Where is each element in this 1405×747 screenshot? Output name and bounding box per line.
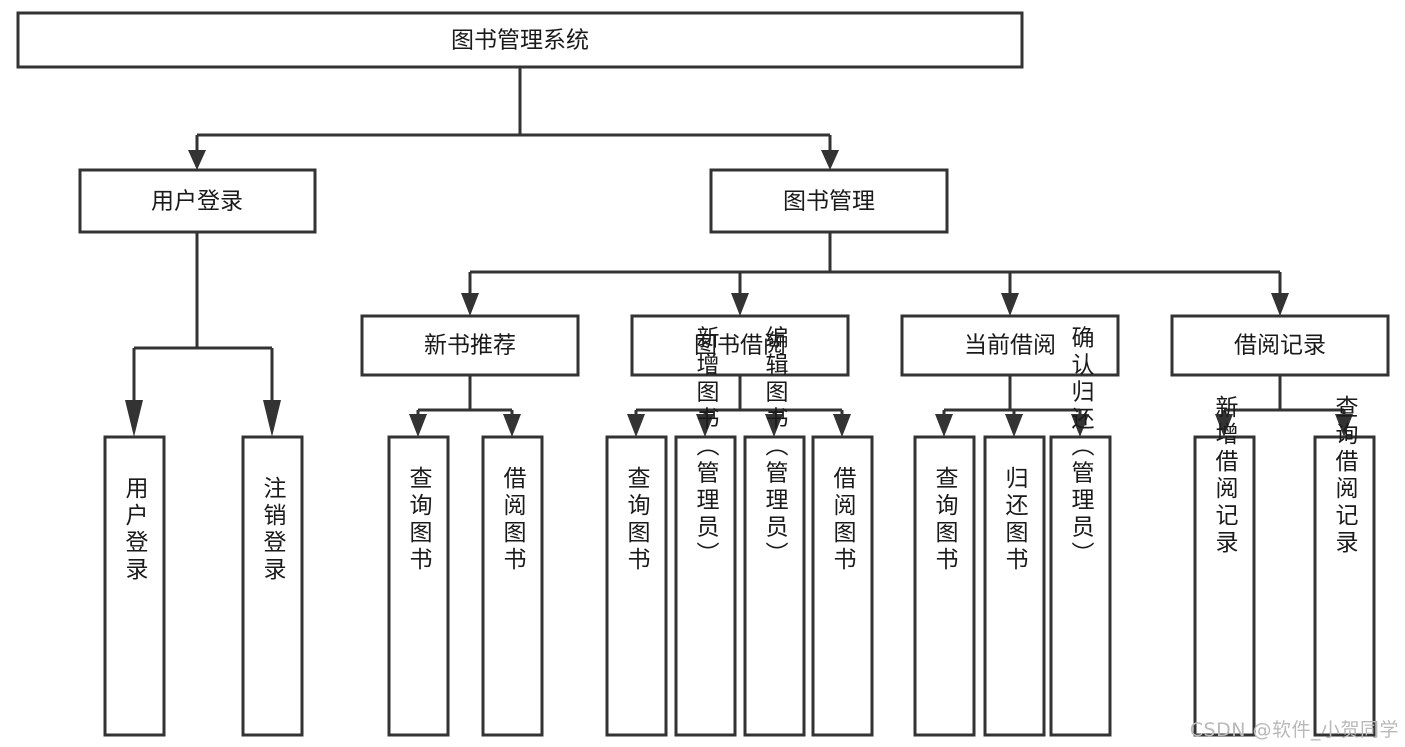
arrow-user-login-leaf2 xyxy=(263,400,281,437)
node-user-login-label: 用户登录 xyxy=(151,189,243,215)
leaf-box-current-borrow-2[interactable] xyxy=(983,435,1046,737)
node-root-label: 图书管理系统 xyxy=(451,28,589,54)
arrow-to-new-book xyxy=(461,293,479,316)
node-book-manage[interactable]: 图书管理 xyxy=(709,168,949,234)
leaf-label-user-login-2: 注销登录 xyxy=(259,476,287,584)
arrow-to-book-borrow xyxy=(731,293,749,316)
arrow-book-borrow-leaf4 xyxy=(833,414,851,437)
leaf-box-new-book-2[interactable] xyxy=(481,435,544,737)
arrow-book-borrow-leaf1 xyxy=(627,414,645,437)
connector-layer xyxy=(125,67,1353,437)
node-borrow-record-box[interactable] xyxy=(1170,314,1390,377)
leaf-label-borrow-record-2: 查询借阅记录 xyxy=(1331,395,1359,557)
node-book-borrow[interactable]: 图书借阅 xyxy=(630,314,850,377)
arrow-borrow-record-leaf2 xyxy=(1335,414,1353,437)
node-root-box[interactable] xyxy=(16,11,1024,69)
node-user-login[interactable]: 用户登录 xyxy=(78,168,317,234)
arrow-to-borrow-record xyxy=(1271,293,1289,316)
node-current-borrow-label: 当前借阅 xyxy=(964,333,1056,359)
leaf-box-current-borrow-1[interactable] xyxy=(913,435,976,737)
node-current-borrow-box[interactable] xyxy=(900,314,1120,377)
arrow-current-borrow-leaf2 xyxy=(1005,414,1023,437)
leaf-box-borrow-record-2[interactable] xyxy=(1313,435,1376,737)
leaf-label-new-book-1: 查询图书 xyxy=(405,466,433,574)
arrow-book-borrow-leaf3 xyxy=(765,414,783,437)
node-book-borrow-box[interactable] xyxy=(630,314,850,377)
node-root[interactable]: 图书管理系统 xyxy=(16,11,1024,69)
node-new-book-recommend[interactable]: 新书推荐 xyxy=(360,314,580,377)
leaf-box-book-borrow-3[interactable] xyxy=(743,435,806,737)
arrow-current-borrow-leaf3 xyxy=(1071,414,1089,437)
leaf-label-book-borrow-4: 借阅图书 xyxy=(829,466,857,574)
arrow-to-current-borrow xyxy=(1001,293,1019,316)
leaf-box-book-borrow-1[interactable] xyxy=(605,435,668,737)
leaf-label-new-book-2: 借阅图书 xyxy=(499,466,527,574)
node-new-book-recommend-label: 新书推荐 xyxy=(424,333,516,359)
leaf-box-book-borrow-4[interactable] xyxy=(811,435,874,737)
leaf-box-user-login-1[interactable] xyxy=(103,435,166,737)
leaf-label-book-borrow-1: 查询图书 xyxy=(623,466,651,574)
node-book-manage-box[interactable] xyxy=(709,168,949,234)
leaf-box-current-borrow-3[interactable] xyxy=(1049,435,1112,737)
leaf-label-book-borrow-3: 编辑图书（管理员） xyxy=(761,326,789,569)
leaf-label-current-borrow-2: 归还图书 xyxy=(1001,466,1029,574)
arrow-borrow-record-leaf1 xyxy=(1215,414,1233,437)
arrow-new-book-leaf2 xyxy=(503,414,521,437)
leaf-label-current-borrow-1: 查询图书 xyxy=(931,466,959,574)
leaf-label-layer: 用户登录 注销登录 查询图书 借阅图书 查询图书 新增图书（管理员） 编辑图书（… xyxy=(121,326,1359,585)
node-user-login-box[interactable] xyxy=(78,168,317,234)
leaf-label-current-borrow-3: 确认归还（管理员） xyxy=(1067,326,1095,569)
arrow-root-to-user-login xyxy=(188,150,206,170)
arrow-root-to-book-manage xyxy=(821,150,839,170)
node-current-borrow[interactable]: 当前借阅 xyxy=(900,314,1120,377)
arrow-current-borrow-leaf1 xyxy=(935,414,953,437)
leaf-box-borrow-record-1[interactable] xyxy=(1193,435,1256,737)
leaf-label-user-login-1: 用户登录 xyxy=(121,476,149,584)
leaf-box-book-borrow-2[interactable] xyxy=(674,435,737,737)
arrow-book-borrow-leaf2 xyxy=(696,414,714,437)
leaf-box-layer xyxy=(103,435,1376,737)
node-new-book-recommend-box[interactable] xyxy=(360,314,580,377)
arrow-user-login-leaf1 xyxy=(125,400,143,437)
node-borrow-record[interactable]: 借阅记录 xyxy=(1170,314,1390,377)
leaf-label-book-borrow-2: 新增图书（管理员） xyxy=(692,326,720,569)
node-book-manage-label: 图书管理 xyxy=(783,189,875,215)
leaf-label-borrow-record-1: 新增借阅记录 xyxy=(1211,395,1239,557)
node-book-borrow-label: 图书借阅 xyxy=(694,333,786,359)
arrow-new-book-leaf1 xyxy=(409,414,427,437)
leaf-box-new-book-1[interactable] xyxy=(387,435,450,737)
node-borrow-record-label: 借阅记录 xyxy=(1234,333,1326,359)
leaf-box-user-login-2[interactable] xyxy=(241,435,304,737)
